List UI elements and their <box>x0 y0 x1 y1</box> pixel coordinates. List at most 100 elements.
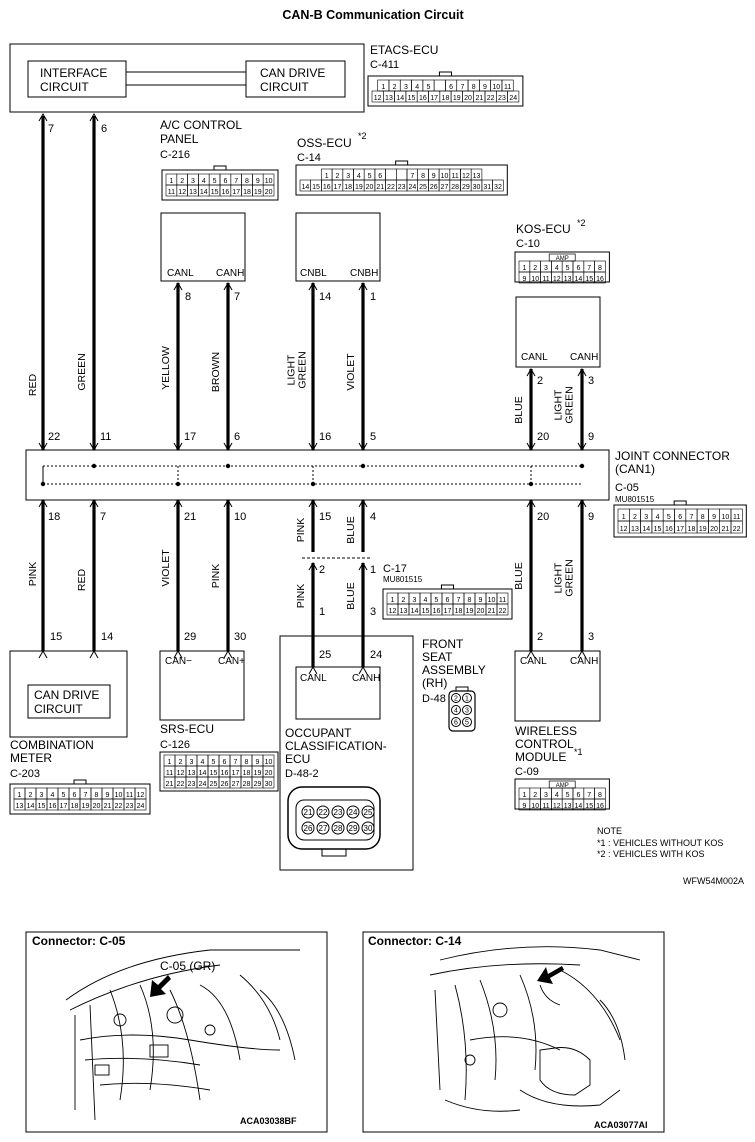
pin-cell <box>385 168 397 181</box>
c14-arrow <box>537 966 564 984</box>
wire-color-lightgreen: LIGHT <box>553 389 565 421</box>
pin-number: 12 <box>374 95 382 102</box>
arrow-mark <box>173 281 183 291</box>
c17-pin-top-l: 2 <box>319 564 325 576</box>
pin-number: 5 <box>427 84 431 91</box>
wire-color-blue: BLUE <box>345 582 357 609</box>
pin-number: 12 <box>178 189 186 196</box>
pin-22: 22 <box>48 431 60 443</box>
kos-ecu-box <box>515 296 601 368</box>
arrow-mark <box>358 665 368 675</box>
pin-number: 5 <box>213 178 217 185</box>
connector-c14-panel: Connector: C-14 ACA03077AI <box>362 931 665 1133</box>
pin-number: 9 <box>432 173 436 180</box>
occ-pin-number: 21 <box>304 808 313 817</box>
occ-pin-number: 22 <box>319 808 328 817</box>
wire-color-blue: BLUE <box>345 516 357 543</box>
ac-ecu-box <box>160 212 246 282</box>
pin-number: 21 <box>475 95 483 102</box>
occ-name-line1: OCCUPANT <box>285 726 352 740</box>
wire-color-red: RED <box>27 373 39 396</box>
pin-number: 13 <box>473 173 481 180</box>
pin-number: 14 <box>200 189 208 196</box>
combo-candrive-line2: CIRCUIT <box>34 702 83 716</box>
pin-number: 10 <box>265 178 273 185</box>
pin-11: 11 <box>100 431 111 443</box>
pin-number: 20 <box>477 608 485 615</box>
pin-number: 14 <box>575 803 583 810</box>
arrow-mark <box>38 498 48 508</box>
pin-number: 14 <box>27 803 35 810</box>
occ-outer-box <box>279 635 414 871</box>
junction-dot <box>175 481 181 487</box>
occ-pin <box>301 805 315 819</box>
wcm-box <box>514 650 601 722</box>
pin-number: 13 <box>400 608 408 615</box>
pin-number: 2 <box>29 792 33 799</box>
seat-pin <box>462 705 472 715</box>
pin-number: 5 <box>667 514 671 521</box>
pin-20-top: 20 <box>537 431 549 443</box>
pin-cell <box>492 179 504 192</box>
pin-number: 1 <box>168 759 172 766</box>
pin-number: 32 <box>494 184 502 191</box>
pin-number: 17 <box>60 803 68 810</box>
arrow-mark <box>526 442 536 452</box>
pin-number: 18 <box>344 184 352 191</box>
arrow-mark <box>358 498 368 508</box>
wcm-mark: *1 <box>574 747 583 757</box>
pin-number: 16 <box>222 189 230 196</box>
junction-dot <box>225 463 231 469</box>
srs-pin-l: 29 <box>184 631 196 643</box>
figure-id: WFW54M002A <box>683 876 744 886</box>
occ-pin-number: 30 <box>364 824 373 833</box>
pin-number: 23 <box>126 803 134 810</box>
arrow-mark <box>526 649 536 659</box>
wire-color-lightgreen: GREEN <box>564 559 576 596</box>
pin-number: 18 <box>243 189 251 196</box>
joint-name-line1: JOINT CONNECTOR <box>615 449 730 463</box>
pin-number: 11 <box>499 597 506 604</box>
pin-number: 11 <box>452 173 459 180</box>
pin-number: 2 <box>533 792 537 799</box>
wcm-canh: CANH <box>570 656 598 667</box>
pin-number: 19 <box>453 95 461 102</box>
wcm-canl: CANL <box>520 656 547 667</box>
pin-number: 3 <box>544 792 548 799</box>
pin-number: 16 <box>323 184 331 191</box>
pin-number: 13 <box>188 770 196 777</box>
occ-pin-r: 24 <box>370 649 382 661</box>
pin-number: 13 <box>631 526 639 533</box>
pin-cell <box>134 798 147 811</box>
occ-pin-l: 25 <box>319 649 331 661</box>
oss-canh: CNBH <box>350 268 378 279</box>
occ-pin-number: 25 <box>364 808 373 817</box>
pin-number: 19 <box>355 184 363 191</box>
pin-number: 4 <box>415 84 419 91</box>
pin-21: 21 <box>184 511 196 523</box>
occ-name-line3: ECU <box>285 752 310 766</box>
occ-pin-number: 28 <box>334 824 343 833</box>
pin-cell <box>395 168 408 181</box>
pin-5: 5 <box>370 431 376 443</box>
pin-number: 12 <box>137 792 145 799</box>
c05-panel-label: C-05 (GR) <box>160 959 215 973</box>
pin-number: 21 <box>104 803 112 810</box>
pin-number: 15 <box>38 803 46 810</box>
pin-number: 7 <box>689 514 693 521</box>
pin-number: 2 <box>533 265 537 272</box>
connector-tab <box>213 165 227 171</box>
arrow-mark <box>89 498 99 508</box>
wcm-pin-r: 3 <box>588 631 594 643</box>
seat-pin-number: 3 <box>465 708 469 715</box>
pin-number: 19 <box>466 608 474 615</box>
pin-number: 4 <box>51 792 55 799</box>
pin-number: 7 <box>587 792 591 799</box>
wcm-pin-l: 2 <box>537 631 543 643</box>
pin-number: 3 <box>346 173 350 180</box>
pin-number: 17 <box>232 189 240 196</box>
pin-number: 17 <box>430 95 438 102</box>
ac-canl: CANL <box>167 268 194 279</box>
